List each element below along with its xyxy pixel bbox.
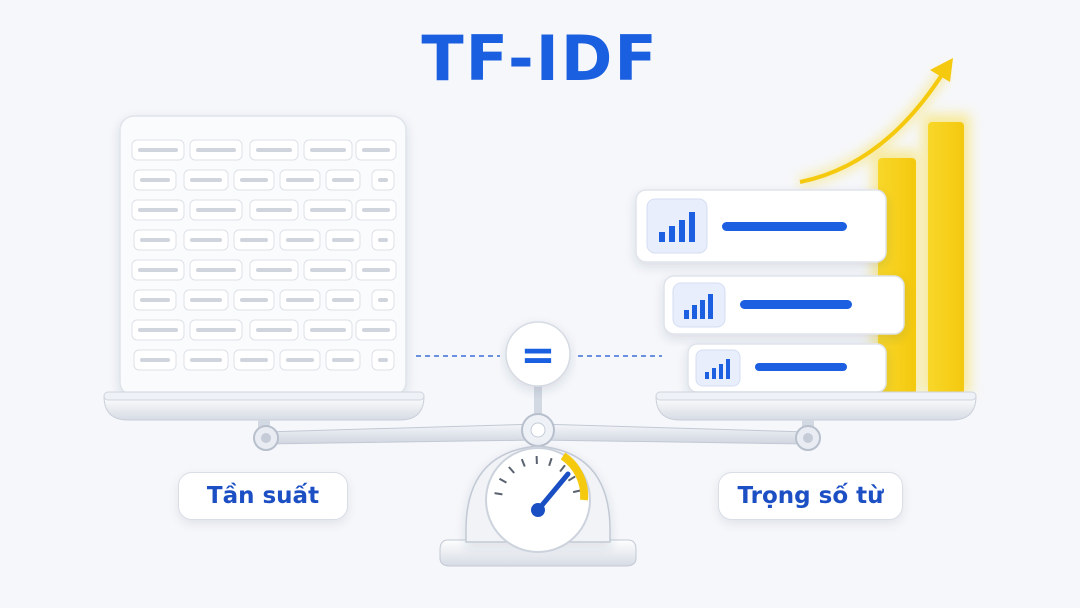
term-cell-line [140, 358, 170, 362]
term-cell-line [140, 178, 170, 182]
term-cell-line [256, 148, 292, 152]
scale-pole [534, 378, 542, 424]
bar-chart-icon [659, 212, 695, 242]
gauge-tick [508, 466, 515, 474]
term-cell-line [256, 208, 292, 212]
term-cell-line [138, 148, 178, 152]
term-cell-line [362, 328, 390, 332]
term-cell-line [196, 208, 236, 212]
term-cell-line [256, 268, 292, 272]
term-cell-line [240, 178, 268, 182]
term-cell-line [138, 208, 178, 212]
term-cell-line [378, 178, 388, 182]
term-cell-line [190, 298, 222, 302]
term-cell-line [190, 358, 222, 362]
term-cell-line [286, 358, 314, 362]
frequency-label: Tần suất [178, 472, 348, 520]
term-cell-line [310, 148, 346, 152]
gauge-tick [498, 477, 507, 484]
term-cell-line [378, 358, 388, 362]
term-cell-line [310, 268, 346, 272]
weight-card-1 [635, 189, 887, 263]
term-cells [131, 139, 397, 371]
equals-badge [505, 321, 571, 387]
term-cell-line [332, 178, 354, 182]
term-cell-line [362, 268, 390, 272]
term-cell-line [196, 148, 236, 152]
term-cell-line [310, 328, 346, 332]
term-cell-line [196, 328, 236, 332]
term-cell-line [196, 268, 236, 272]
term-cell-line [138, 268, 178, 272]
gauge-tick [559, 464, 566, 473]
term-cell-line [332, 298, 354, 302]
gauge-tick [520, 458, 526, 467]
bar-chart-icon [705, 359, 730, 379]
scale-pan-left [103, 391, 425, 421]
bar-chart-icon [684, 294, 713, 319]
term-cell-line [362, 208, 390, 212]
gauge-tick [572, 489, 582, 494]
term-cell-line [240, 238, 268, 242]
term-cell-line [332, 358, 354, 362]
term-weight-label: Trọng số từ [718, 472, 903, 520]
scale-pan-right [655, 391, 977, 421]
term-cell-line [256, 328, 292, 332]
gauge-icon [485, 447, 591, 553]
term-cell-line [362, 148, 390, 152]
term-cell-line [190, 178, 222, 182]
trend-bar-2 [928, 122, 964, 394]
term-cell-line [286, 298, 314, 302]
gauge-tick [567, 475, 576, 482]
gauge-tick [494, 492, 503, 496]
term-cell-line [138, 328, 178, 332]
term-cell-line [240, 358, 268, 362]
term-cell-line [378, 238, 388, 242]
term-cell-line [286, 238, 314, 242]
equals-sign: = [520, 330, 555, 379]
term-cell-line [140, 238, 170, 242]
term-cell-line [140, 298, 170, 302]
term-cell-line [332, 238, 354, 242]
term-cell-line [190, 238, 222, 242]
weight-card-2 [663, 275, 905, 335]
trend-up-arrow-icon [799, 58, 953, 186]
term-cell-line [310, 208, 346, 212]
term-cell-line [378, 298, 388, 302]
term-cell-line [286, 178, 314, 182]
gauge-tick [548, 457, 553, 467]
trend-bars [872, 114, 970, 394]
weight-card-3 [687, 343, 887, 393]
term-cell-line [240, 298, 268, 302]
page-title: TF-IDF [421, 22, 659, 95]
